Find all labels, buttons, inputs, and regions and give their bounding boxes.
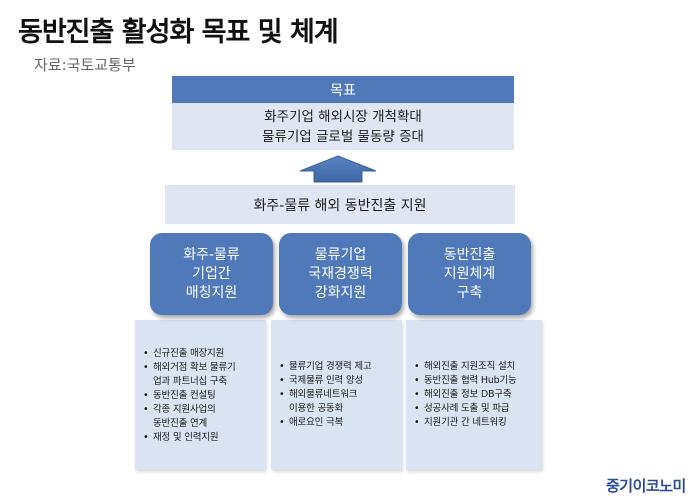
pillar-label-line: 물류기업 <box>314 246 367 263</box>
goal-line: 물류기업 글로벌 물동량 증대 <box>262 128 424 145</box>
detail-list: 해외진출 지원조직 설치 동반진출 협력 Hub기능 해외진출 정보 DB구축 … <box>414 360 542 430</box>
detail-box-support-system: 해외진출 지원조직 설치 동반진출 협력 Hub기능 해외진출 정보 DB구축 … <box>406 320 542 470</box>
brand-logo: 중기이코노미 <box>606 477 686 495</box>
list-item: 물류기업 경쟁력 제고 <box>279 360 402 374</box>
pillar-label-line: 매칭지원 <box>185 284 238 301</box>
pillar-competitiveness-support: 물류기업 국재경쟁력 강화지원 <box>279 233 402 315</box>
goal-body: 화주기업 해외시장 개척확대 물류기업 글로벌 물동량 증대 <box>172 103 514 150</box>
goal-header: 목표 <box>172 76 514 103</box>
list-item: 동반진출 컨설팅 <box>143 389 266 403</box>
pillar-label-line: 강화지원 <box>314 284 367 301</box>
pillar-label-line: 구축 <box>456 284 483 301</box>
page-title: 동반진출 활성화 목표 및 체계 <box>18 17 339 48</box>
support-bar: 화주-물류 해외 동반진출 지원 <box>165 185 515 224</box>
list-item: 애로요인 극복 <box>279 416 402 430</box>
up-arrow-icon <box>299 155 377 183</box>
list-item: 해외진출 정보 DB구축 <box>414 388 542 402</box>
list-item: 성공사례 도출 및 파급 <box>414 402 542 416</box>
source-note: 자료:국토교통부 <box>34 56 136 74</box>
pillar-label-line: 국재경쟁력 <box>308 265 373 282</box>
goal-line: 화주기업 해외시장 개척확대 <box>264 108 422 125</box>
pillar-matching-support: 화주-물류 기업간 매칭지원 <box>150 233 273 315</box>
pillar-label-line: 기업간 <box>192 265 231 282</box>
list-item: 동반진출 협력 Hub기능 <box>414 374 542 388</box>
list-item: 해외진출 지원조직 설치 <box>414 360 542 374</box>
list-item: 국제물류 인력 양성 <box>279 374 402 388</box>
pillar-label-line: 동반진출 <box>443 246 496 263</box>
pillar-label-line: 지원체계 <box>443 265 496 282</box>
pillar-label-line: 화주-물류 <box>183 246 240 263</box>
list-item: 신규진출 매장지원 <box>143 347 266 361</box>
pillar-support-system: 동반진출 지원체계 구축 <box>408 233 531 315</box>
list-item: 재정 및 인력지원 <box>143 431 266 445</box>
list-item: 지원기관 간 네트워킹 <box>414 416 542 430</box>
